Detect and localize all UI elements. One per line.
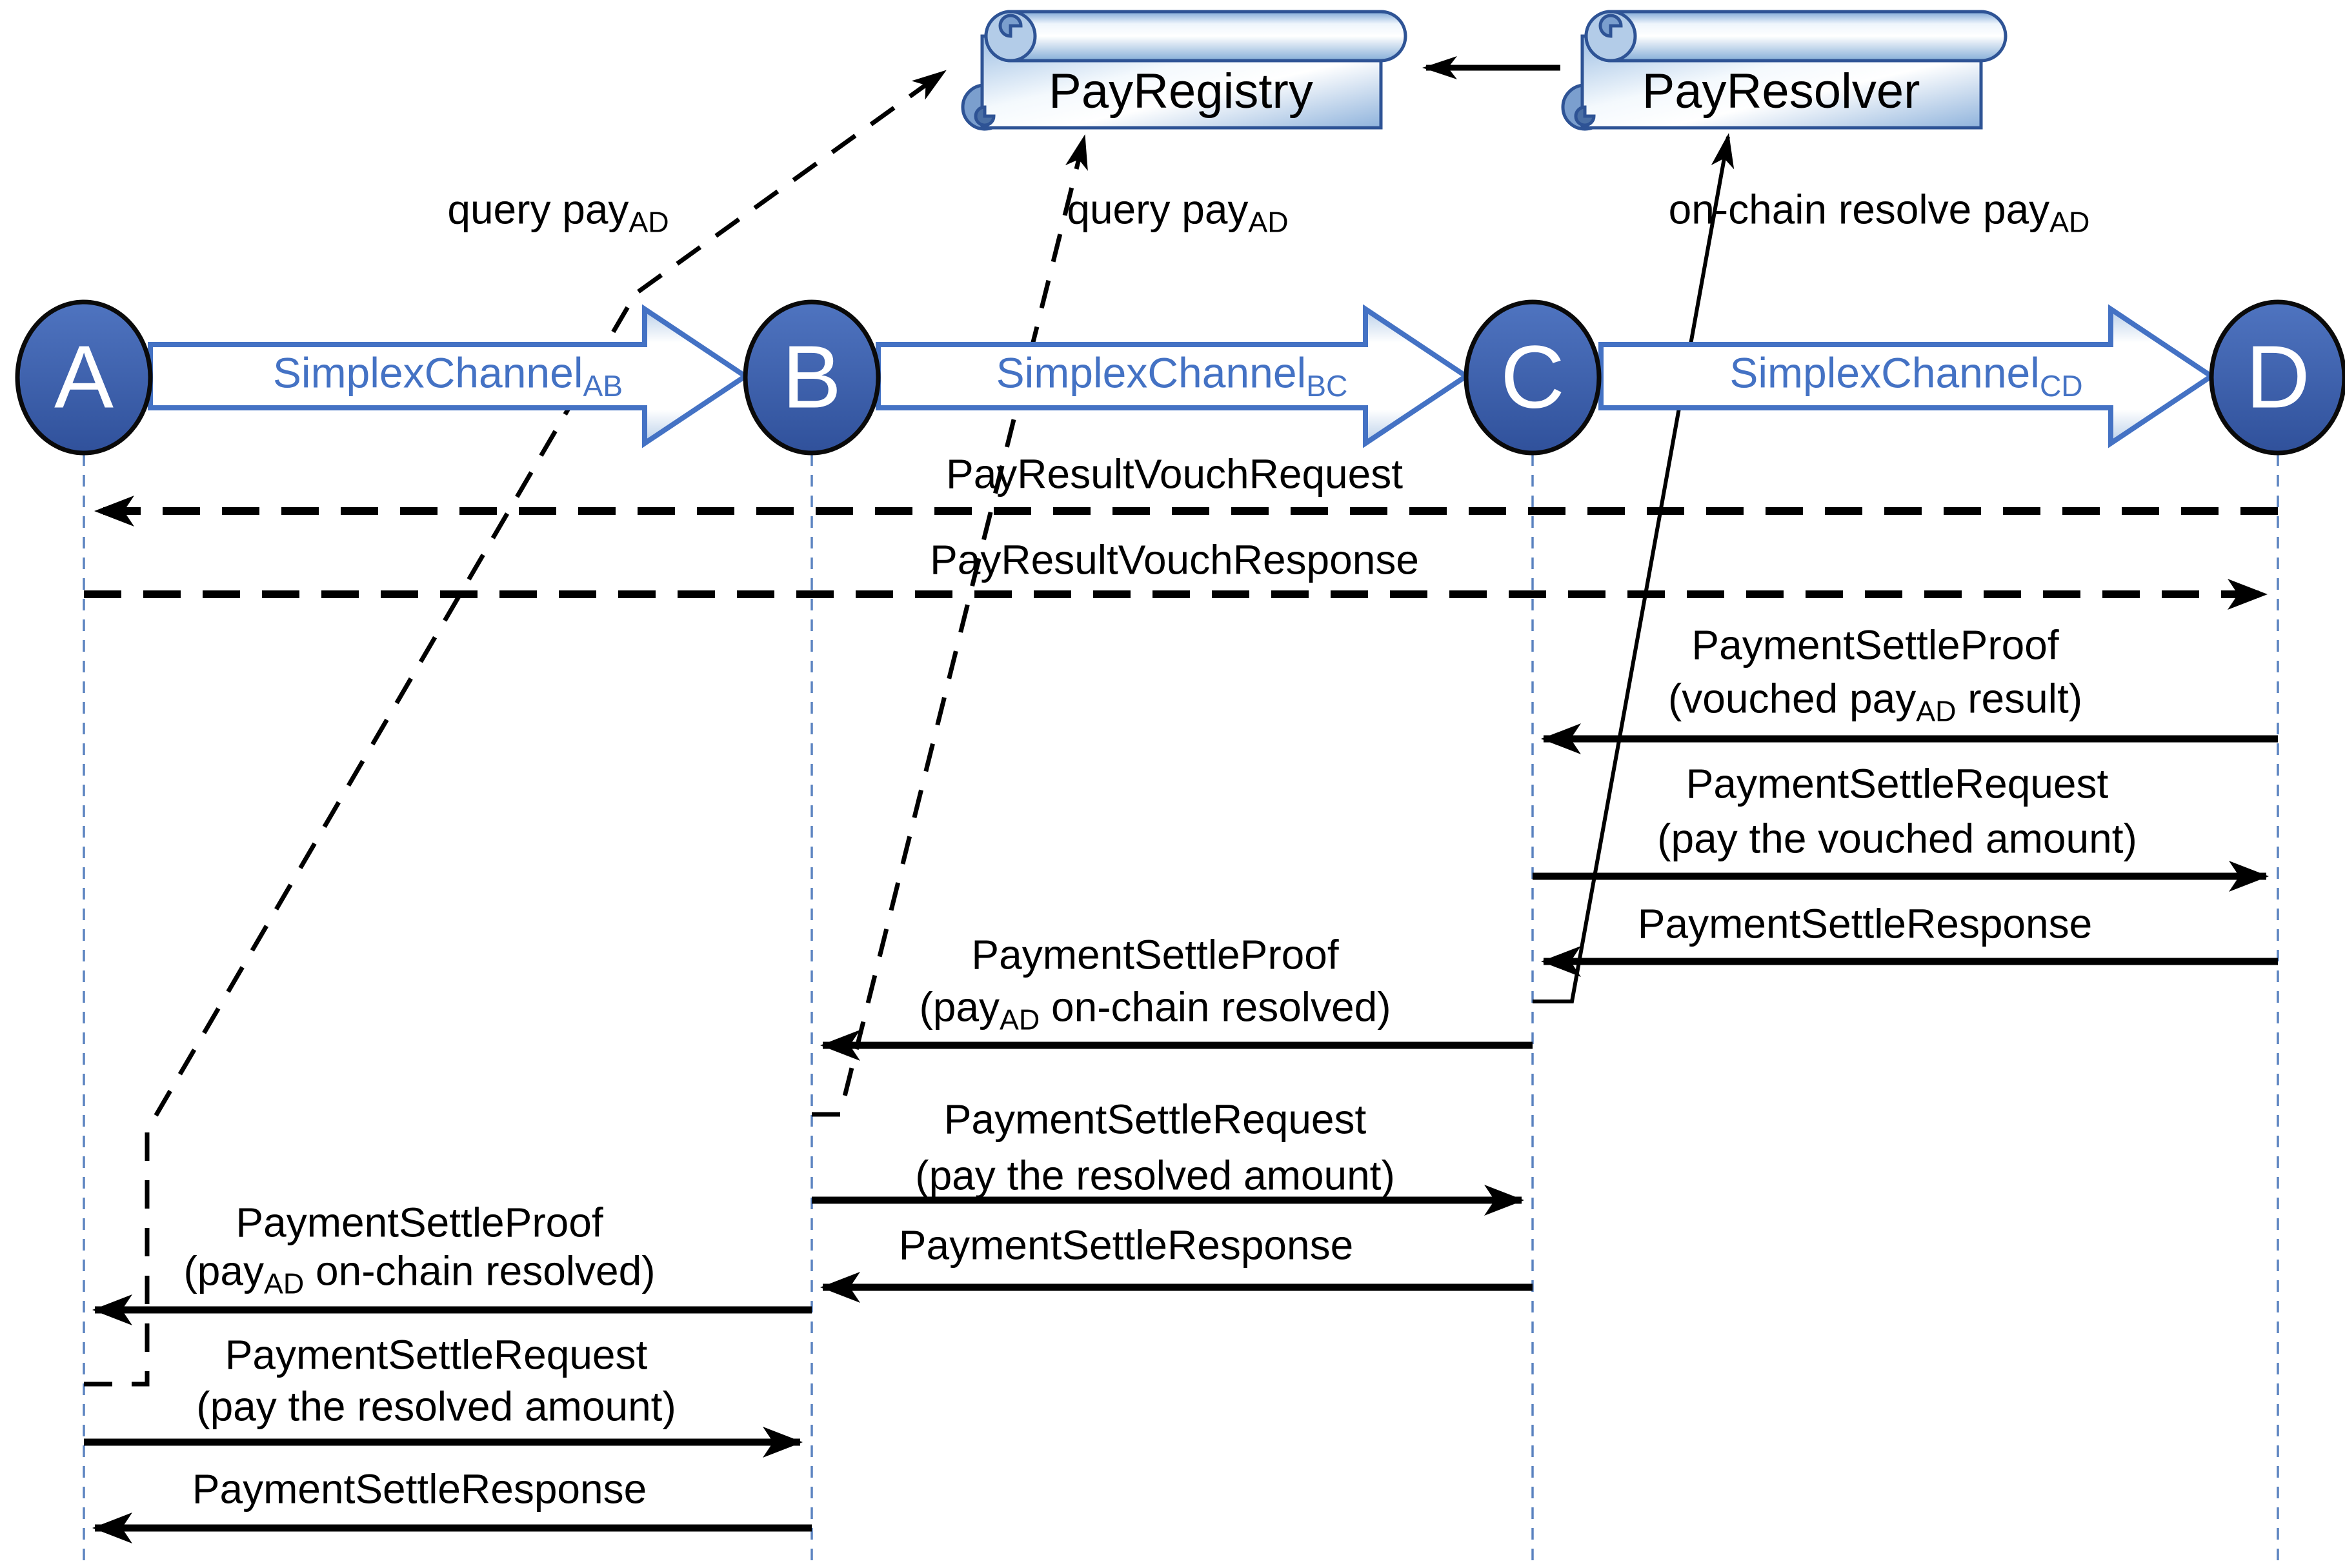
node-b-circle (743, 299, 881, 456)
label-settle-proof-cd-line2-post: result) (1956, 675, 2083, 722)
scroll-top-curl-spiral (998, 14, 1023, 38)
nodes (15, 299, 2345, 456)
node-c-label: C (1500, 327, 1565, 427)
label-vouch-request: PayResultVouchRequest (946, 450, 1403, 498)
label-settle-response-cd: PaymentSettleResponse (1637, 900, 2093, 947)
label-settle-proof-cd-line1: PaymentSettleProof (1691, 621, 2059, 668)
node-d-label: D (2246, 327, 2310, 427)
label-query-pay-mid: query payAD (1067, 186, 1289, 239)
label-settle-proof-bc-line2-pre: (pay (919, 983, 1000, 1030)
channel-ab-label-sub: AB (583, 369, 623, 403)
node-a-circle (15, 299, 153, 456)
label-onchain-resolve: on-chain resolve payAD (1668, 186, 2090, 239)
node-b-label: B (781, 327, 842, 427)
label-settle-proof-cd-line2: (vouched payAD result) (1668, 677, 2082, 727)
connector-resolve-c-to-resolver (1533, 133, 1735, 1003)
label-settle-proof-bc-line2-post: on-chain resolved) (1040, 983, 1391, 1030)
scroll-top-curl-spiral (1598, 14, 1623, 38)
label-settle-request-ab-line2: (pay the resolved amount) (196, 1383, 676, 1430)
label-settle-proof-cd-line2-sub: AD (1916, 695, 1957, 728)
channel-bc-label-sub: BC (1306, 369, 1348, 403)
connector-query-a-to-registry (84, 70, 947, 1387)
label-query-pay-mid-sub: AD (1248, 206, 1289, 239)
channel-cd-label-text: SimplexChannel (1729, 348, 2040, 397)
connector-query-b-to-registry (812, 134, 1088, 1117)
label-settle-proof-bc-line1: PaymentSettleProof (971, 931, 1339, 978)
label-settle-proof-ab-line2-pre: (pay (183, 1247, 264, 1294)
scroll-payresolver-shape (1561, 10, 2008, 131)
label-settle-response-ab: PaymentSettleResponse (192, 1465, 647, 1513)
label-settle-proof-bc-line2: (payAD on-chain resolved) (919, 983, 1391, 1036)
scroll-payregistry-shape (961, 10, 1407, 131)
scroll-tube (1584, 10, 2008, 63)
channel-bc-shape (876, 304, 1471, 448)
label-settle-proof-cd-line2-pre: (vouched pay (1667, 675, 1917, 722)
label-onchain-resolve-sub: AD (2049, 206, 2090, 239)
label-settle-proof-ab-line2-post: on-chain resolved) (304, 1247, 656, 1294)
channel-arrows (148, 304, 2217, 448)
label-vouch-response: PayResultVouchResponse (930, 536, 1419, 583)
label-settle-request-cd-line2: (pay the vouched amount) (1657, 815, 2137, 862)
channel-cd-shape (1598, 304, 2217, 448)
channel-ab-shape (148, 304, 750, 448)
label-settle-request-ab-line1: PaymentSettleRequest (225, 1331, 648, 1378)
node-c-circle (1464, 299, 1602, 456)
scroll-bottom-curl-spiral (974, 105, 996, 127)
label-settle-proof-ab-line1: PaymentSettleProof (236, 1199, 603, 1246)
channel-cd-label: SimplexChannelCD (1729, 348, 2083, 403)
channel-bc-label-text: SimplexChannel (996, 348, 1307, 397)
scroll-tube (984, 10, 1407, 63)
channel-ab-label-text: SimplexChannel (272, 348, 583, 397)
label-settle-request-cd-line1: PaymentSettleRequest (1686, 760, 2109, 807)
label-settle-proof-ab-line2-sub: AD (263, 1267, 305, 1300)
label-query-pay-left-text: query pay (447, 186, 629, 233)
payresolver-title: PayResolver (1642, 64, 1920, 119)
channel-cd-label-sub: CD (2039, 369, 2083, 403)
label-settle-response-bc: PaymentSettleResponse (898, 1221, 1354, 1269)
label-query-pay-left-sub: AD (629, 206, 669, 239)
channel-bc-label: SimplexChannelBC (996, 348, 1348, 403)
label-settle-proof-bc-line2-sub: AD (999, 1003, 1040, 1036)
node-a-label: A (54, 327, 114, 427)
label-query-pay-left: query payAD (447, 186, 669, 239)
label-onchain-resolve-text: on-chain resolve pay (1668, 186, 2050, 233)
label-settle-request-bc-line2: (pay the resolved amount) (915, 1152, 1395, 1199)
payregistry-title: PayRegistry (1049, 64, 1313, 119)
scroll-bottom-curl-spiral (1574, 105, 1596, 127)
label-settle-request-bc-line1: PaymentSettleRequest (943, 1096, 1367, 1143)
node-d-circle (2209, 299, 2345, 456)
label-settle-proof-ab-line2: (payAD on-chain resolved) (183, 1247, 656, 1300)
channel-ab-label: SimplexChannelAB (272, 348, 623, 403)
label-query-pay-mid-text: query pay (1067, 186, 1249, 233)
